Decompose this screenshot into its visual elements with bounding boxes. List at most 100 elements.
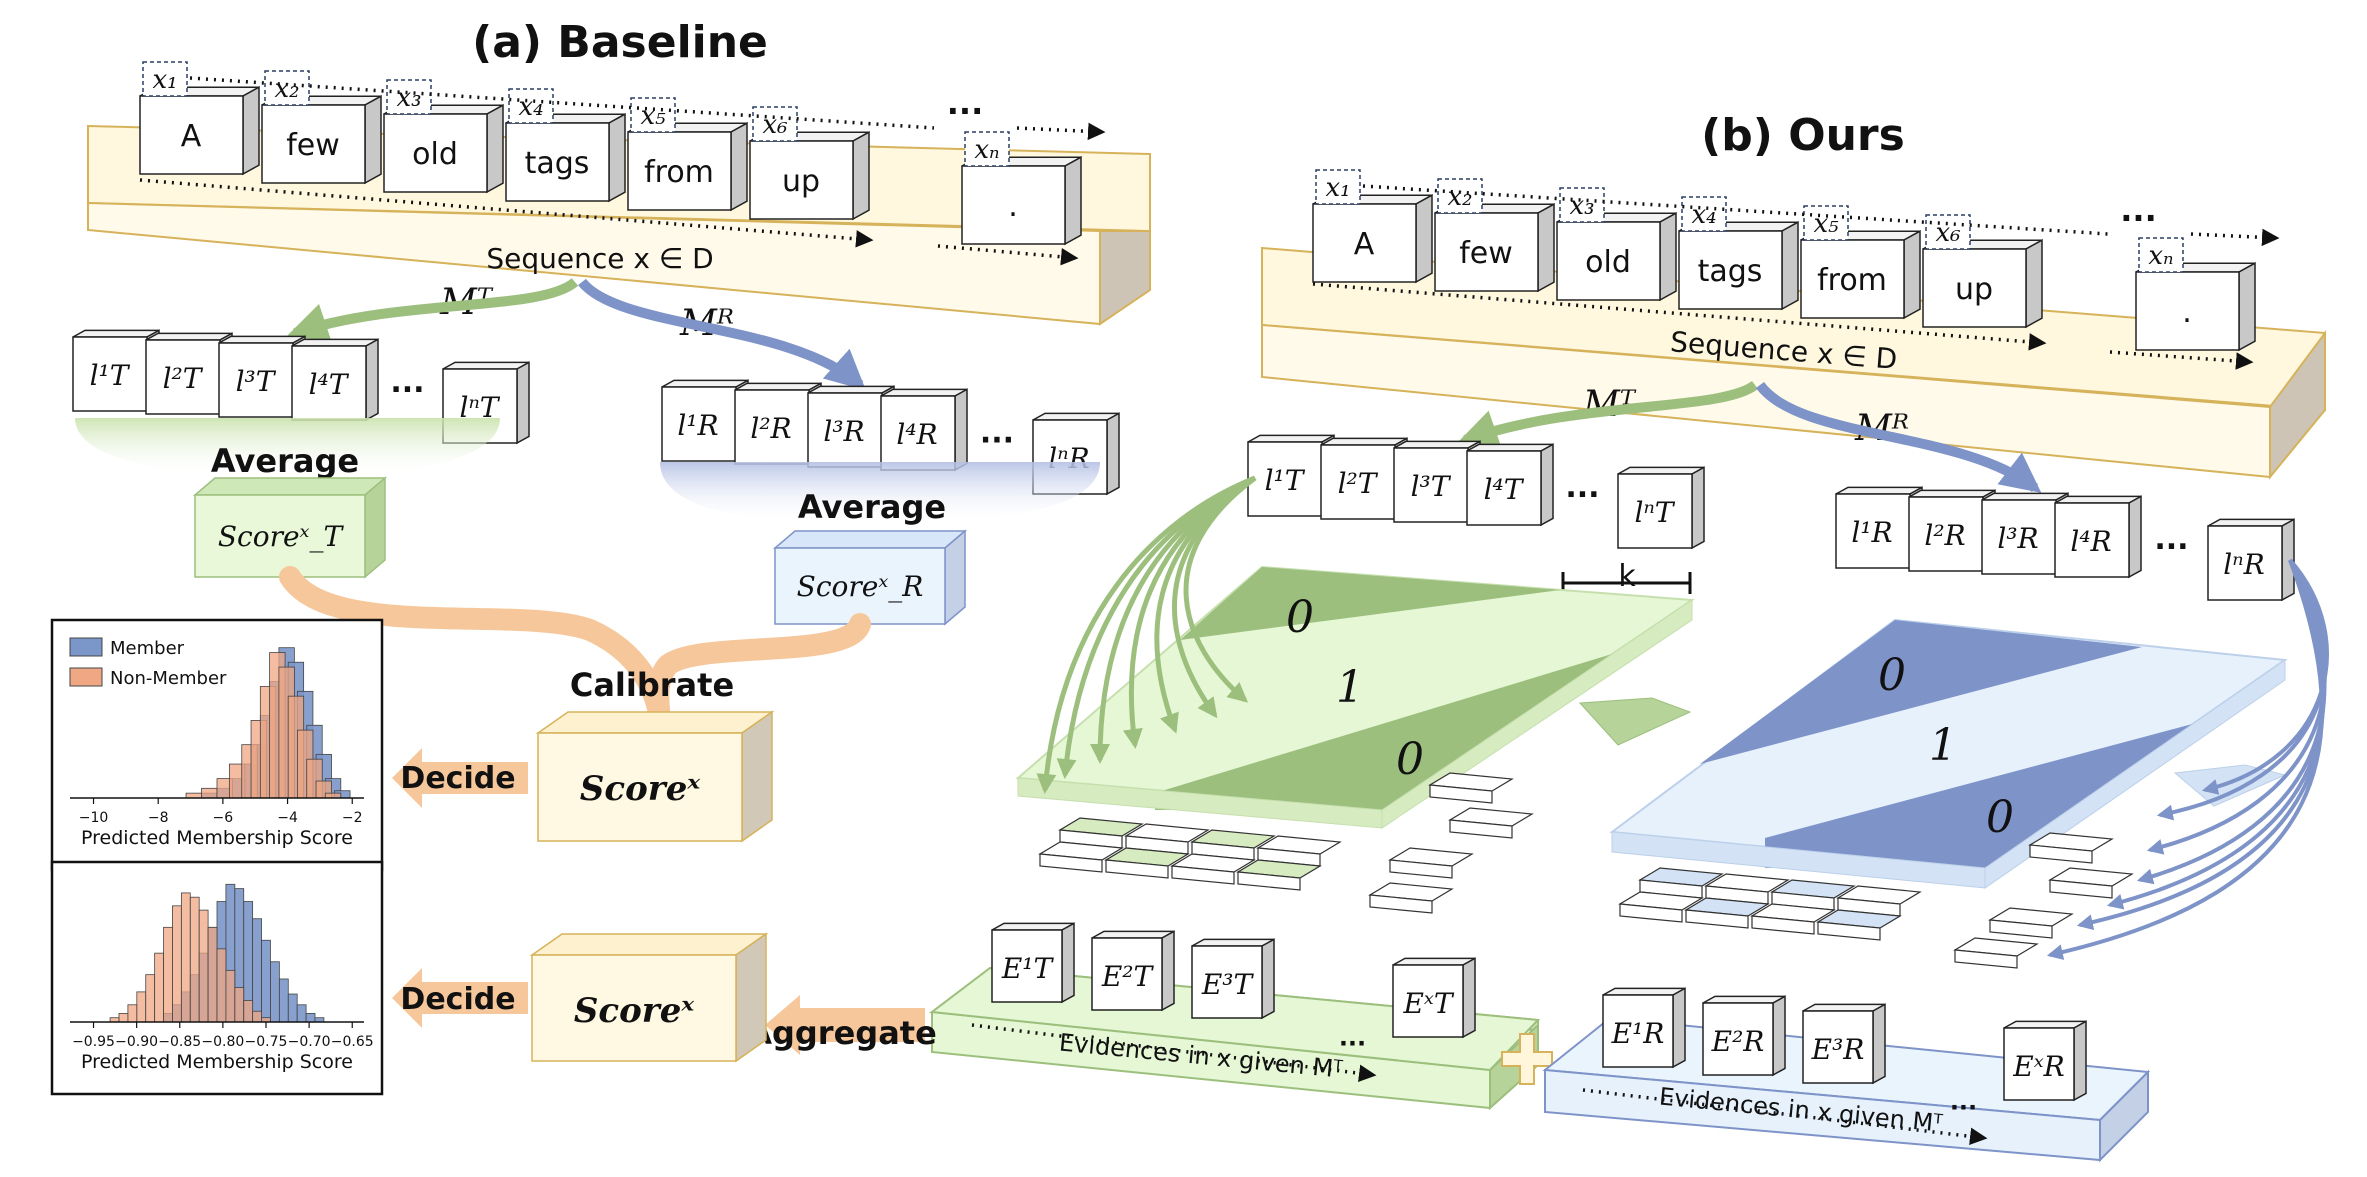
baseline-score-target: Scoreˣ_T — [218, 520, 345, 553]
baseline-average-fade-target — [75, 418, 500, 478]
ours-position-label-0: x₁ — [1325, 173, 1350, 203]
hist1-bar-0-11 — [261, 939, 271, 1023]
ours-window-label: k — [1618, 559, 1636, 594]
baseline-reference-loss-3 — [880, 388, 968, 472]
ours-reference-diag-side-2 — [1989, 919, 2053, 939]
ours-position-label-4: x₅ — [1813, 209, 1839, 239]
baseline-reference-loss-label-1: l²R — [750, 412, 791, 445]
baseline-position-box-4 — [630, 97, 676, 133]
baseline-token-label-2: old — [412, 137, 458, 172]
baseline-position-box-6 — [964, 131, 1010, 167]
hist1-bar-1-11 — [207, 926, 218, 1023]
hist1-bar-1-9 — [189, 896, 200, 1023]
hist1-bar-0-15 — [296, 1004, 307, 1023]
hist1-tick-label-0: −0.95 — [72, 1034, 115, 1050]
ours-reference-block-side-6 — [1685, 909, 1749, 929]
ours-reference-evidence-ellipsis: ··· — [1950, 1094, 1977, 1122]
ours-target-loss-label-1: l²T — [1338, 467, 1379, 500]
ours-reference-loss-label-3: l⁴R — [2070, 525, 2111, 558]
baseline-score-reference-box — [772, 529, 968, 626]
baseline-position-label-2: x₃ — [396, 83, 421, 113]
ours-decide-label: Decide — [400, 982, 515, 1017]
ours-position-label-3: x₄ — [1691, 200, 1716, 230]
baseline-reference-loss-label-2: l³R — [823, 415, 864, 448]
baseline-position-box-0 — [142, 61, 188, 97]
baseline-reference-loss-label-0: l¹R — [677, 409, 718, 442]
baseline-reference-loss-label-3: l⁴R — [896, 418, 937, 451]
ours-target-loss-label-4: lⁿT — [1635, 496, 1676, 529]
hist1-bar-1-8 — [180, 892, 191, 1023]
baseline-target-loss-label-1: l²T — [163, 362, 204, 395]
baseline-position-label-3: x₄ — [518, 92, 543, 122]
baseline-target-loss-ellipsis: ··· — [390, 373, 424, 408]
ours-reference-curve-1 — [2156, 558, 2328, 821]
ours-target-loss-4 — [1617, 466, 1705, 550]
hist0-legend-label-1: Non-Member — [110, 668, 227, 689]
baseline-reference-arrow — [578, 278, 866, 391]
ours-token-6 — [2135, 261, 2256, 352]
baseline-token-label-6: . — [1008, 189, 1018, 224]
ours-reference-diag-side-0 — [2029, 844, 2093, 864]
ours-target-loss-curves — [1036, 475, 1257, 794]
baseline-token-label-3: tags — [525, 146, 590, 181]
ours-decide-arrow — [392, 968, 528, 1028]
ours-target-loss-ellipsis: ··· — [1565, 478, 1599, 513]
ours-position-label-6: xₙ — [2148, 241, 2173, 271]
baseline-average-fade-reference — [660, 462, 1100, 524]
ours-target-diag-side-1 — [1449, 819, 1513, 839]
hist0-xlabel: Predicted Membership Score — [81, 827, 353, 849]
baseline-position-box-2 — [386, 79, 432, 115]
ours-score-box — [529, 932, 769, 1063]
ours-reference-diag-side-3 — [1954, 949, 2018, 969]
ours-token-label-6: . — [2182, 295, 2192, 330]
baseline-dotted-top-arrow-end — [1016, 122, 1106, 141]
hist0-tick-label-4: −2 — [342, 810, 363, 826]
ours-position-label-1: x₂ — [1447, 182, 1472, 212]
ours-target-block-side-7 — [1171, 865, 1235, 885]
baseline-token-3 — [505, 112, 626, 203]
ours-target-arrow — [1457, 380, 1759, 449]
ours-token-label-3: tags — [1698, 254, 1763, 289]
baseline-decide-arrow — [392, 748, 528, 808]
baseline-token-label-0: A — [181, 119, 202, 154]
ours-target-diag-side-2 — [1389, 859, 1453, 879]
ours-score: Scoreˣ — [574, 991, 694, 1031]
ours-reference-arrow — [1755, 381, 2042, 493]
baseline-target-loss-3 — [291, 338, 379, 422]
baseline-score: Scoreˣ — [580, 769, 700, 809]
hist1-tick-label-1: −0.90 — [115, 1034, 158, 1050]
baseline-calibrate-flow-target — [279, 566, 671, 731]
ours-token-5 — [1922, 238, 2043, 329]
ours-reference-matrix-zero-top: 0 — [1878, 650, 1906, 701]
baseline-target-arrow — [287, 277, 579, 342]
ours-reference-loss-curves — [2046, 558, 2329, 960]
ours-target-block-side-8 — [1237, 871, 1301, 891]
ours-target-loss-label-3: l⁴T — [1484, 473, 1525, 506]
ours-target-curve-6 — [1183, 475, 1257, 703]
baseline-target-loss-label-2: l³T — [236, 365, 277, 398]
ours-target-evidence-2 — [1191, 938, 1275, 1020]
ours-target-evidence-1 — [1091, 930, 1175, 1012]
ours-reference-evidence-2 — [1802, 1003, 1886, 1085]
baseline-position-box-1 — [264, 70, 310, 106]
baseline-token-0 — [139, 85, 260, 176]
hist1-bar-0-12 — [270, 961, 280, 1023]
hist1-bar-1-3 — [136, 991, 147, 1023]
hist1-bar-1-4 — [145, 974, 156, 1023]
ours-token-3 — [1678, 220, 1799, 311]
baseline-score-target-box — [192, 476, 388, 579]
ours-target-evidence-dotted-arrow — [971, 1023, 1377, 1082]
ours-target-loss-label-0: l¹T — [1265, 464, 1306, 497]
ours-target-block-side-6 — [1105, 859, 1169, 879]
baseline-token-label-5: up — [782, 164, 820, 199]
ours-position-label-2: x₃ — [1569, 191, 1594, 221]
ours-target-evidence-label-0: E¹T — [1001, 952, 1055, 985]
hist1-bar-0-16 — [305, 1012, 316, 1023]
ours-target-loss-label-2: l³T — [1411, 470, 1452, 503]
ours-token-label-4: from — [1817, 263, 1887, 298]
